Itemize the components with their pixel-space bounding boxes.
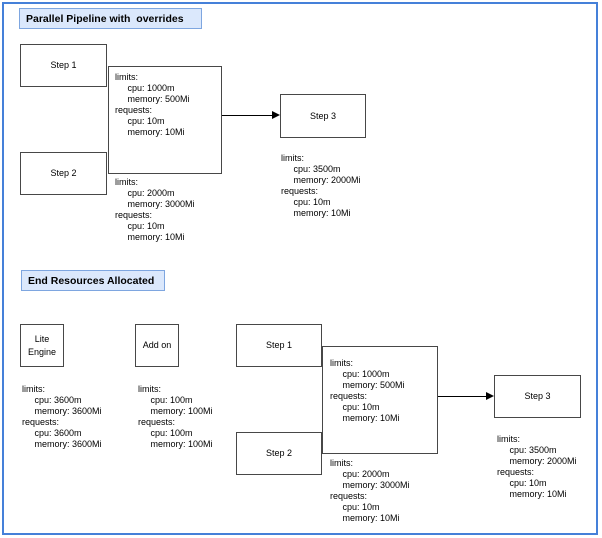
- bottom-step1-resources: limits: cpu: 1000m memory: 500Mi request…: [330, 358, 405, 423]
- bottom-step1-label: Step 1: [265, 340, 293, 350]
- top-step3-resources: limits: cpu: 3500m memory: 2000Mi reques…: [281, 153, 361, 218]
- top-arrow-head-icon: [272, 111, 280, 119]
- bottom-step2-resources: limits: cpu: 2000m memory: 3000Mi reques…: [330, 458, 410, 523]
- top-step2-resources: limits: cpu: 2000m memory: 3000Mi reques…: [115, 177, 195, 242]
- bottom-step3-box: Step 3: [494, 375, 581, 418]
- top-step2-box: Step 2: [20, 152, 107, 195]
- bottom-section-title: End Resources Allocated: [21, 270, 165, 291]
- top-section-title-label: Parallel Pipeline with overrides: [26, 12, 184, 25]
- lite-engine-label: Lite Engine: [27, 333, 57, 357]
- bottom-step3-label: Step 3: [524, 391, 551, 401]
- add-on-label: Add on: [142, 340, 172, 350]
- top-arrow-line: [222, 115, 273, 116]
- bottom-merge-rectangle: [322, 346, 438, 454]
- top-step1-resources: limits: cpu: 1000m memory: 500Mi request…: [115, 72, 190, 137]
- top-section-title: Parallel Pipeline with overrides: [19, 8, 202, 29]
- add-on-resources: limits: cpu: 100m memory: 100Mi requests…: [138, 384, 213, 449]
- bottom-step2-box: Step 2: [236, 432, 322, 475]
- top-step2-label: Step 2: [50, 168, 77, 178]
- top-step3-box: Step 3: [280, 94, 366, 138]
- top-merge-rectangle: [108, 66, 222, 174]
- lite-engine-resources: limits: cpu: 3600m memory: 3600Mi reques…: [22, 384, 102, 449]
- bottom-step3-resources: limits: cpu: 3500m memory: 2000Mi reques…: [497, 434, 577, 499]
- bottom-step2-label: Step 2: [265, 448, 293, 458]
- bottom-step1-box: Step 1: [236, 324, 322, 367]
- bottom-arrow-head-icon: [486, 392, 494, 400]
- top-step1-label: Step 1: [50, 60, 77, 70]
- lite-engine-box: Lite Engine: [20, 324, 64, 367]
- top-step3-label: Step 3: [309, 110, 337, 121]
- top-step1-box: Step 1: [20, 44, 107, 87]
- add-on-box: Add on: [135, 324, 179, 367]
- bottom-arrow-line: [438, 396, 487, 397]
- bottom-section-title-label: End Resources Allocated: [28, 274, 155, 287]
